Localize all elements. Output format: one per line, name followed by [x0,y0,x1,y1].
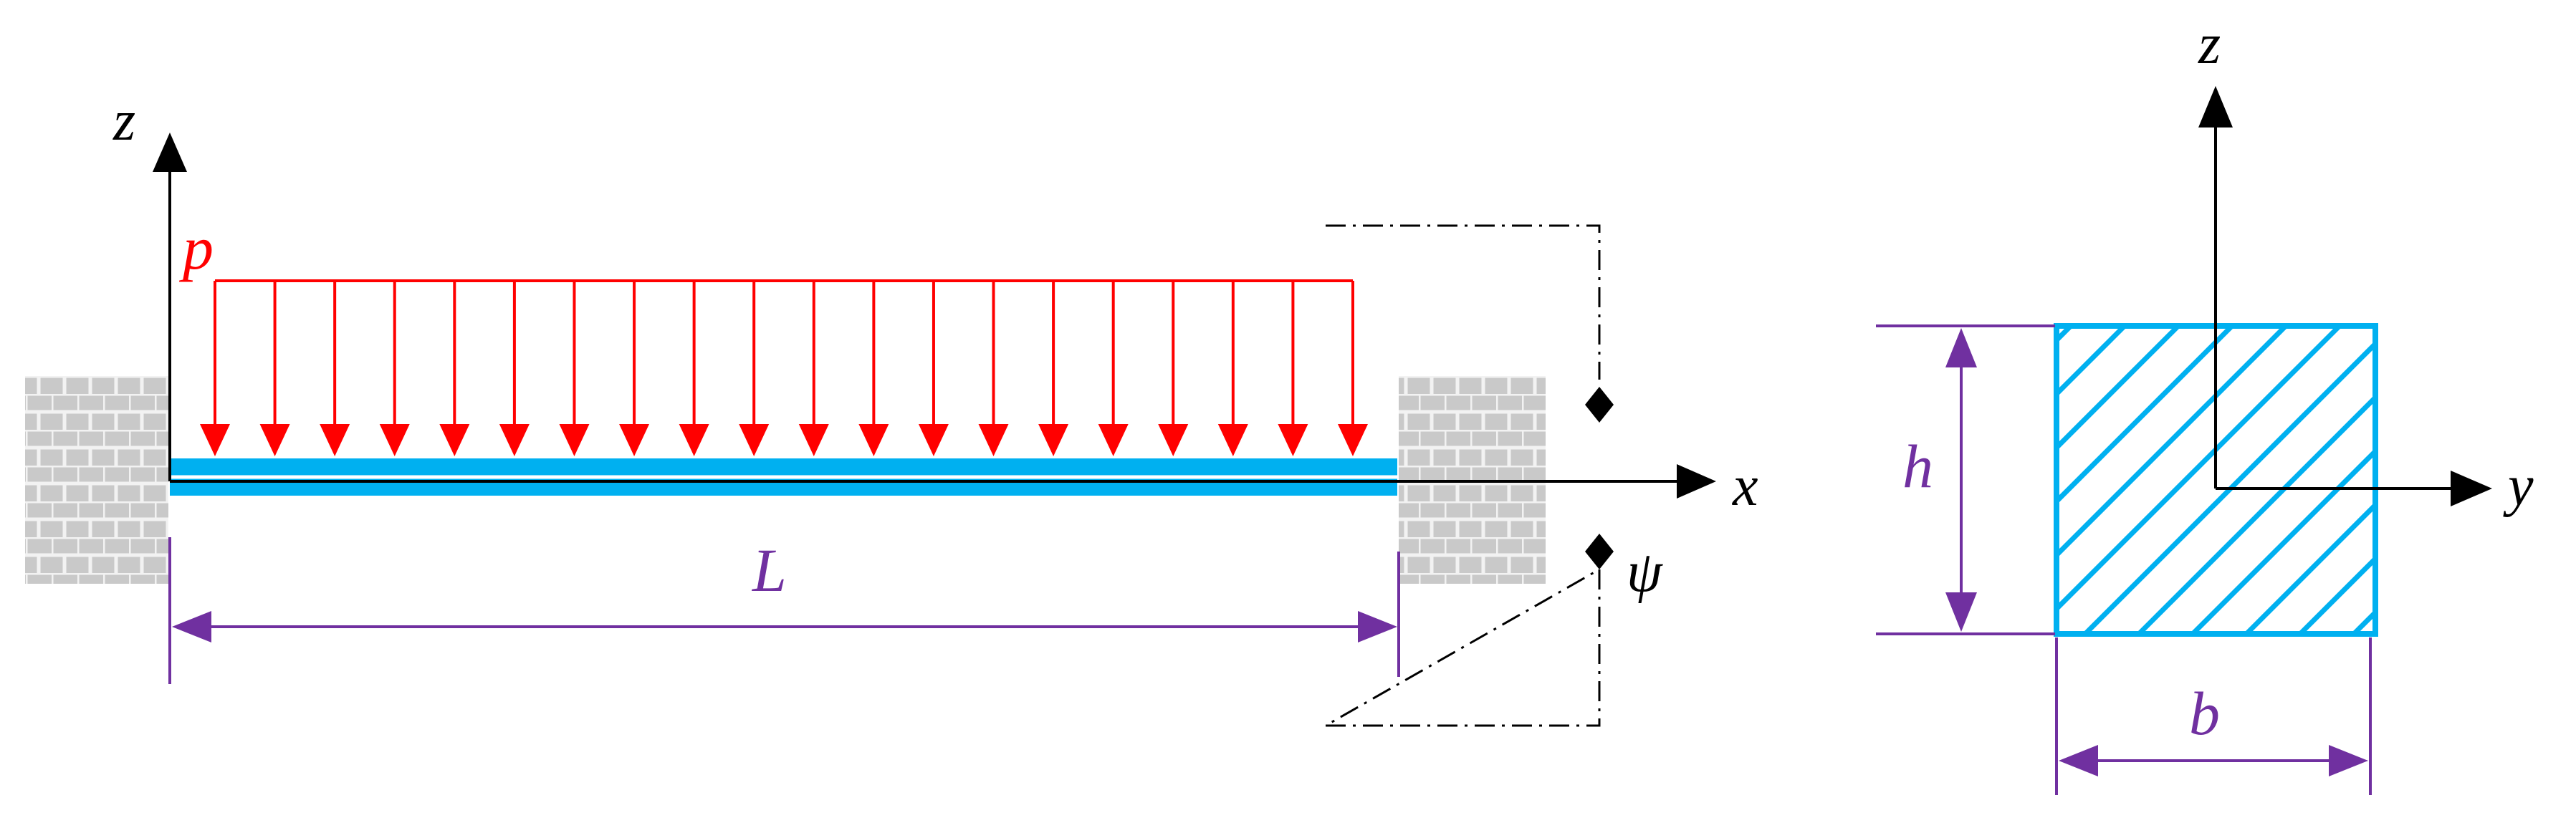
load-arrow [798,281,829,456]
hatch-line [2057,326,2180,451]
width-dimension [2055,637,2372,795]
load-arrow [1278,281,1308,456]
hatch-line [2137,394,2375,634]
load-arrow [1338,281,1368,456]
load-arrow [679,281,709,456]
beam-x-axis [170,464,1716,499]
section-marker-bottom [1585,534,1614,569]
width-label: b [2189,679,2220,748]
load-arrow [499,281,530,456]
load-arrow [739,281,770,456]
hatch-line [2057,326,2288,559]
load-arrow [619,281,650,456]
load-arrow [320,281,350,456]
hatch-line [2057,326,2234,505]
length-label: L [751,536,787,605]
load-arrow [439,281,470,456]
load-arrow [200,281,230,456]
hatch-line [2057,326,2342,612]
hatch-line [2083,340,2375,634]
section-z-axis-label: z [2198,13,2221,76]
beam-z-axis-label: z [112,90,135,153]
section-y-axis-label: y [2503,455,2534,518]
load-arrow [1158,281,1189,456]
hatch-line [2057,326,2127,398]
beam-x-axis-label: x [1732,455,1758,518]
section-y-axis [2216,471,2492,506]
height-label: h [1902,432,1933,501]
hatch-line [2190,448,2375,634]
cross-section-hatch [2057,326,2375,634]
load-arrow [978,281,1009,456]
section-marker-top [1585,387,1614,423]
section-frame [1321,224,1601,727]
load-arrow [858,281,889,456]
distributed-load [200,279,1368,456]
load-arrow [379,281,410,456]
load-arrow [259,281,290,456]
height-dimension [1876,324,2055,635]
load-arrow [559,281,590,456]
section-marker-label: ψ [1627,541,1663,604]
hatch-line [2298,555,2375,634]
load-arrow [1038,281,1069,456]
length-dimension [168,537,1400,684]
beam-z-axis [153,133,187,481]
load-arrow [1098,281,1129,456]
load-label: p [178,213,214,282]
hatch-line [2244,501,2375,634]
load-arrow [918,281,949,456]
section-z-axis [2198,86,2233,488]
left-wall [25,376,168,584]
load-arrow [1217,281,1248,456]
